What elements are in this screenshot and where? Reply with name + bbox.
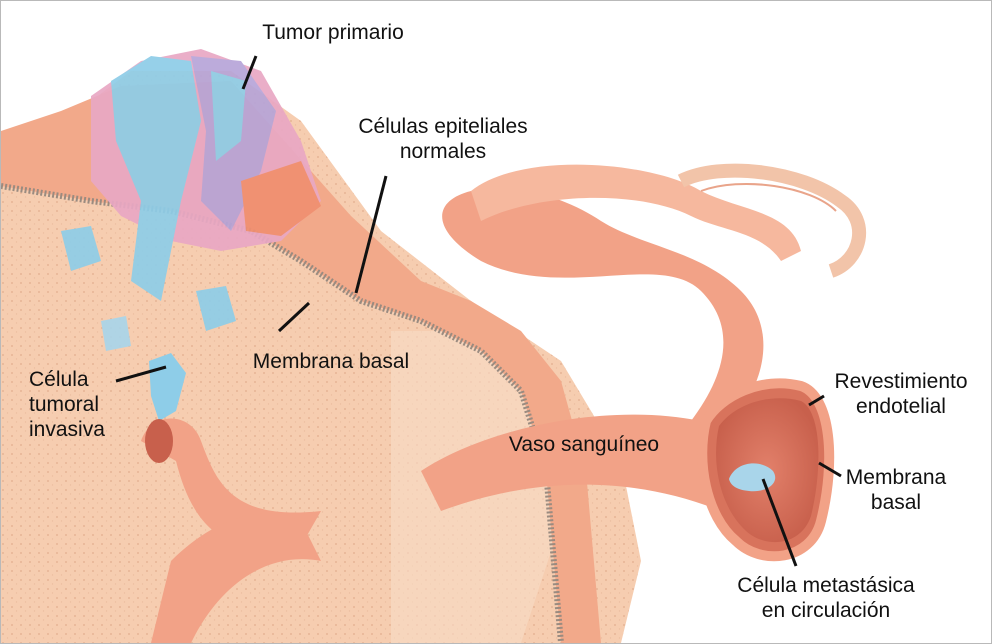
label-celula-metastasica: Célula metastásica en circulación <box>701 573 951 623</box>
label-celulas-epiteliales: Células epiteliales normales <box>323 114 563 164</box>
label-revestimiento-endotelial: Revestimiento endotelial <box>816 369 986 419</box>
label-vaso-sanguineo: Vaso sanguíneo <box>484 432 684 457</box>
label-tumor-primario: Tumor primario <box>233 20 433 45</box>
label-membrana-basal: Membrana basal <box>231 349 431 374</box>
label-membrana-basal-vaso: Membrana basal <box>831 465 961 515</box>
label-celula-tumoral-invasiva: Célula tumoral invasiva <box>29 367 149 442</box>
